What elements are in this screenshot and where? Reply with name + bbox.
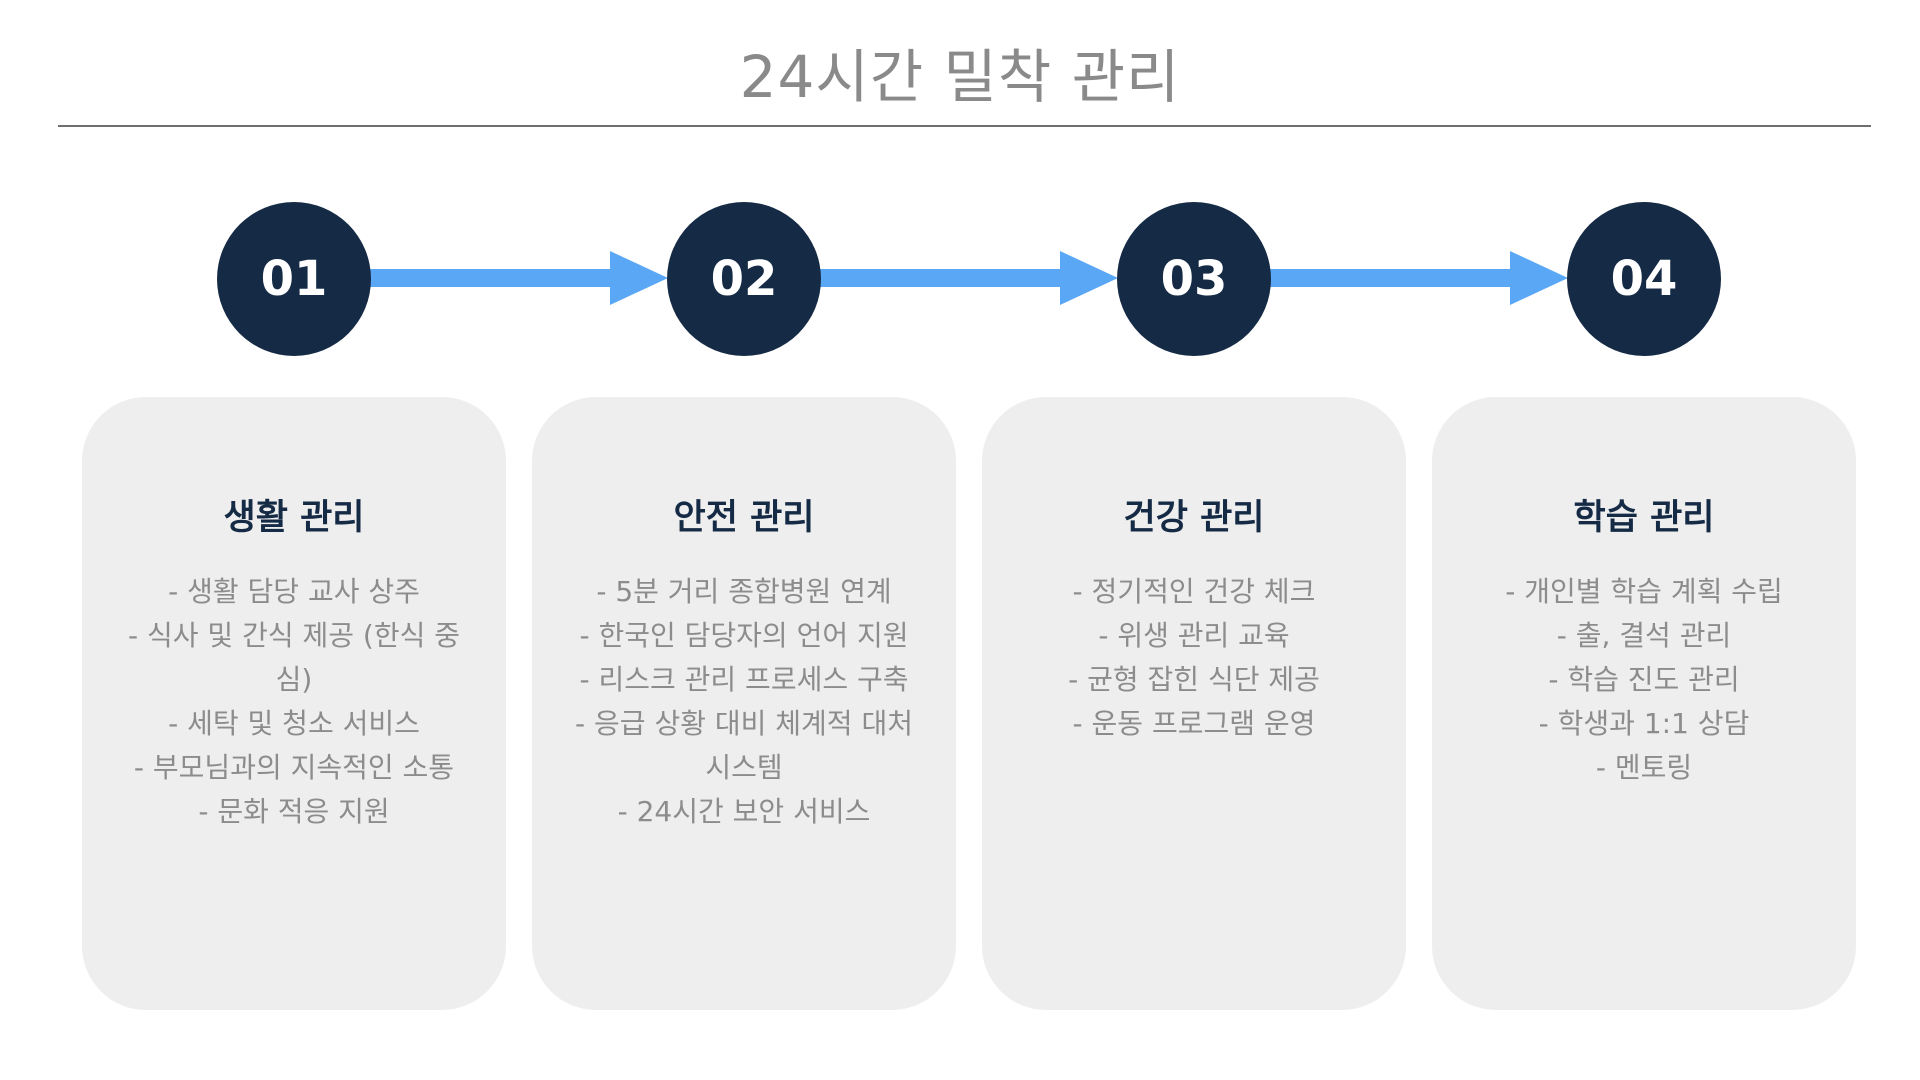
arrow-01-02 — [356, 251, 668, 305]
card-line: - 운동 프로그램 운영 — [1072, 707, 1316, 740]
card-line: - 부모님과의 지속적인 소통 — [133, 751, 455, 784]
card-line: - 5분 거리 종합병원 연계 — [596, 575, 892, 608]
card-line: - 한국인 담당자의 언어 지원 — [579, 619, 909, 652]
card-line: - 멘토링 — [1595, 751, 1693, 784]
card-line: - 생활 담당 교사 상주 — [168, 575, 420, 608]
card-line-list: - 생활 담당 교사 상주 - 식사 및 간식 제공 (한식 중심) - 세탁 … — [82, 570, 506, 834]
card-title: 생활 관리 — [223, 498, 365, 538]
title-divider — [58, 125, 1871, 127]
card-title: 안전 관리 — [673, 498, 815, 538]
card-line: - 개인별 학습 계획 수립 — [1505, 575, 1783, 608]
arrow-03-04 — [1256, 251, 1568, 305]
card-line: - 24시간 보안 서비스 — [617, 795, 871, 828]
card-line: - 응급 상황 대비 체계적 대처 — [575, 707, 913, 740]
step-circle-01: 01 — [217, 202, 371, 356]
card-study-management: 학습 관리 - 개인별 학습 계획 수립 - 출, 결석 관리 - 학습 진도 … — [1432, 397, 1856, 1010]
card-line: - 위생 관리 교육 — [1098, 619, 1290, 652]
card-line: 시스템 — [705, 751, 783, 784]
card-line-list: - 5분 거리 종합병원 연계 - 한국인 담당자의 언어 지원 - 리스크 관… — [532, 570, 956, 834]
card-line: - 식사 및 간식 제공 (한식 중심) — [127, 619, 461, 696]
card-line: - 정기적인 건강 체크 — [1072, 575, 1316, 608]
card-health-management: 건강 관리 - 정기적인 건강 체크 - 위생 관리 교육 - 균형 잡힌 식단… — [982, 397, 1406, 1010]
card-title: 학습 관리 — [1573, 498, 1715, 538]
card-line: - 세탁 및 청소 서비스 — [168, 707, 420, 740]
step-circle-04: 04 — [1567, 202, 1721, 356]
card-line: - 리스크 관리 프로세스 구축 — [579, 663, 909, 696]
page-title: 24시간 밀착 관리 — [739, 43, 1181, 111]
card-line: - 학습 진도 관리 — [1548, 663, 1740, 696]
card-line: - 출, 결석 관리 — [1556, 619, 1732, 652]
card-title: 건강 관리 — [1123, 498, 1265, 538]
card-line: - 학생과 1:1 상담 — [1538, 707, 1750, 740]
card-safety-management: 안전 관리 - 5분 거리 종합병원 연계 - 한국인 담당자의 언어 지원 -… — [532, 397, 956, 1010]
arrow-02-03 — [806, 251, 1118, 305]
card-line-list: - 개인별 학습 계획 수립 - 출, 결석 관리 - 학습 진도 관리 - 학… — [1432, 570, 1856, 790]
card-line: - 문화 적응 지원 — [198, 795, 390, 828]
step-circle-03: 03 — [1117, 202, 1271, 356]
step-circle-02: 02 — [667, 202, 821, 356]
card-line: - 균형 잡힌 식단 제공 — [1068, 663, 1320, 696]
card-line-list: - 정기적인 건강 체크 - 위생 관리 교육 - 균형 잡힌 식단 제공 - … — [982, 570, 1406, 746]
card-life-management: 생활 관리 - 생활 담당 교사 상주 - 식사 및 간식 제공 (한식 중심)… — [82, 397, 506, 1010]
